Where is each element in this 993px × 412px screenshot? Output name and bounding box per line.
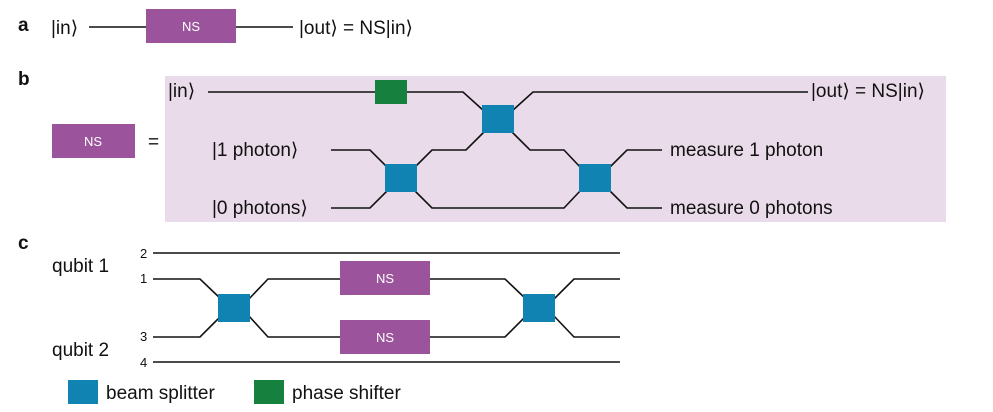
panel-b-equals: =	[148, 132, 159, 153]
panel-b-ancilla-1-label: |1 photon⟩	[212, 140, 298, 161]
panel-c: c qubit 1 qubit 2 2 1 3 4 NS NS	[18, 233, 620, 370]
panel-b-letter: b	[18, 69, 30, 90]
panel-b: b NS = |in⟩ |out⟩ = NS|in⟩ |1 photon⟩ |0…	[18, 69, 946, 222]
panel-b-beam-splitter-top	[482, 105, 514, 133]
panel-a-output-label: |out⟩ = NS|in⟩	[299, 18, 413, 39]
panel-b-beam-splitter-left	[385, 164, 417, 192]
panel-c-beam-splitter-right	[523, 294, 555, 322]
panel-b-ancilla-1-wire	[331, 131, 662, 169]
beam-splitter-legend-icon	[68, 380, 98, 404]
panel-c-ns-top-label: NS	[376, 271, 394, 286]
panel-a-input-label: |in⟩	[51, 18, 78, 39]
panel-c-ns-bottom-label: NS	[376, 330, 394, 345]
beam-splitter-legend-label: beam splitter	[106, 383, 215, 404]
panel-b-measure-0-label: measure 0 photons	[670, 198, 833, 219]
panel-c-ns-box-top	[340, 261, 430, 295]
panel-b-ns-label: NS	[84, 134, 102, 149]
qubit-2-label: qubit 2	[52, 340, 109, 361]
mode-label-2: 2	[140, 246, 147, 261]
panel-b-output-label: |out⟩ = NS|in⟩	[811, 81, 925, 102]
panel-a-letter: a	[18, 15, 29, 36]
panel-c-ns-box-bottom	[340, 320, 430, 354]
panel-b-ns-box	[52, 124, 135, 158]
panel-b-signal-wire	[208, 91, 808, 112]
mode-label-4: 4	[140, 355, 147, 370]
panel-b-ancilla-0-label: |0 photons⟩	[212, 198, 308, 219]
mode-label-3: 3	[140, 329, 147, 344]
panel-c-letter: c	[18, 233, 29, 254]
phase-shifter-legend-label: phase shifter	[292, 383, 401, 404]
panel-b-background	[165, 76, 946, 222]
mode-3-wire	[153, 314, 620, 338]
panel-a-ns-box	[146, 9, 236, 43]
panel-c-beam-splitter-left	[218, 294, 250, 322]
panel-a-ns-label: NS	[182, 19, 200, 34]
mode-label-1: 1	[140, 271, 147, 286]
phase-shifter-legend-icon	[254, 380, 284, 404]
panel-b-input-label: |in⟩	[168, 81, 195, 102]
panel-b-measure-1-label: measure 1 photon	[670, 140, 823, 161]
panel-a: a |in⟩ NS |out⟩ = NS|in⟩	[18, 9, 413, 43]
qubit-1-label: qubit 1	[52, 256, 109, 277]
panel-b-ancilla-0-wire	[331, 189, 662, 209]
mode-1-wire	[153, 278, 620, 301]
legend: beam splitter phase shifter	[68, 380, 401, 404]
panel-b-phase-shifter	[375, 80, 407, 104]
panel-b-beam-splitter-right	[579, 164, 611, 192]
